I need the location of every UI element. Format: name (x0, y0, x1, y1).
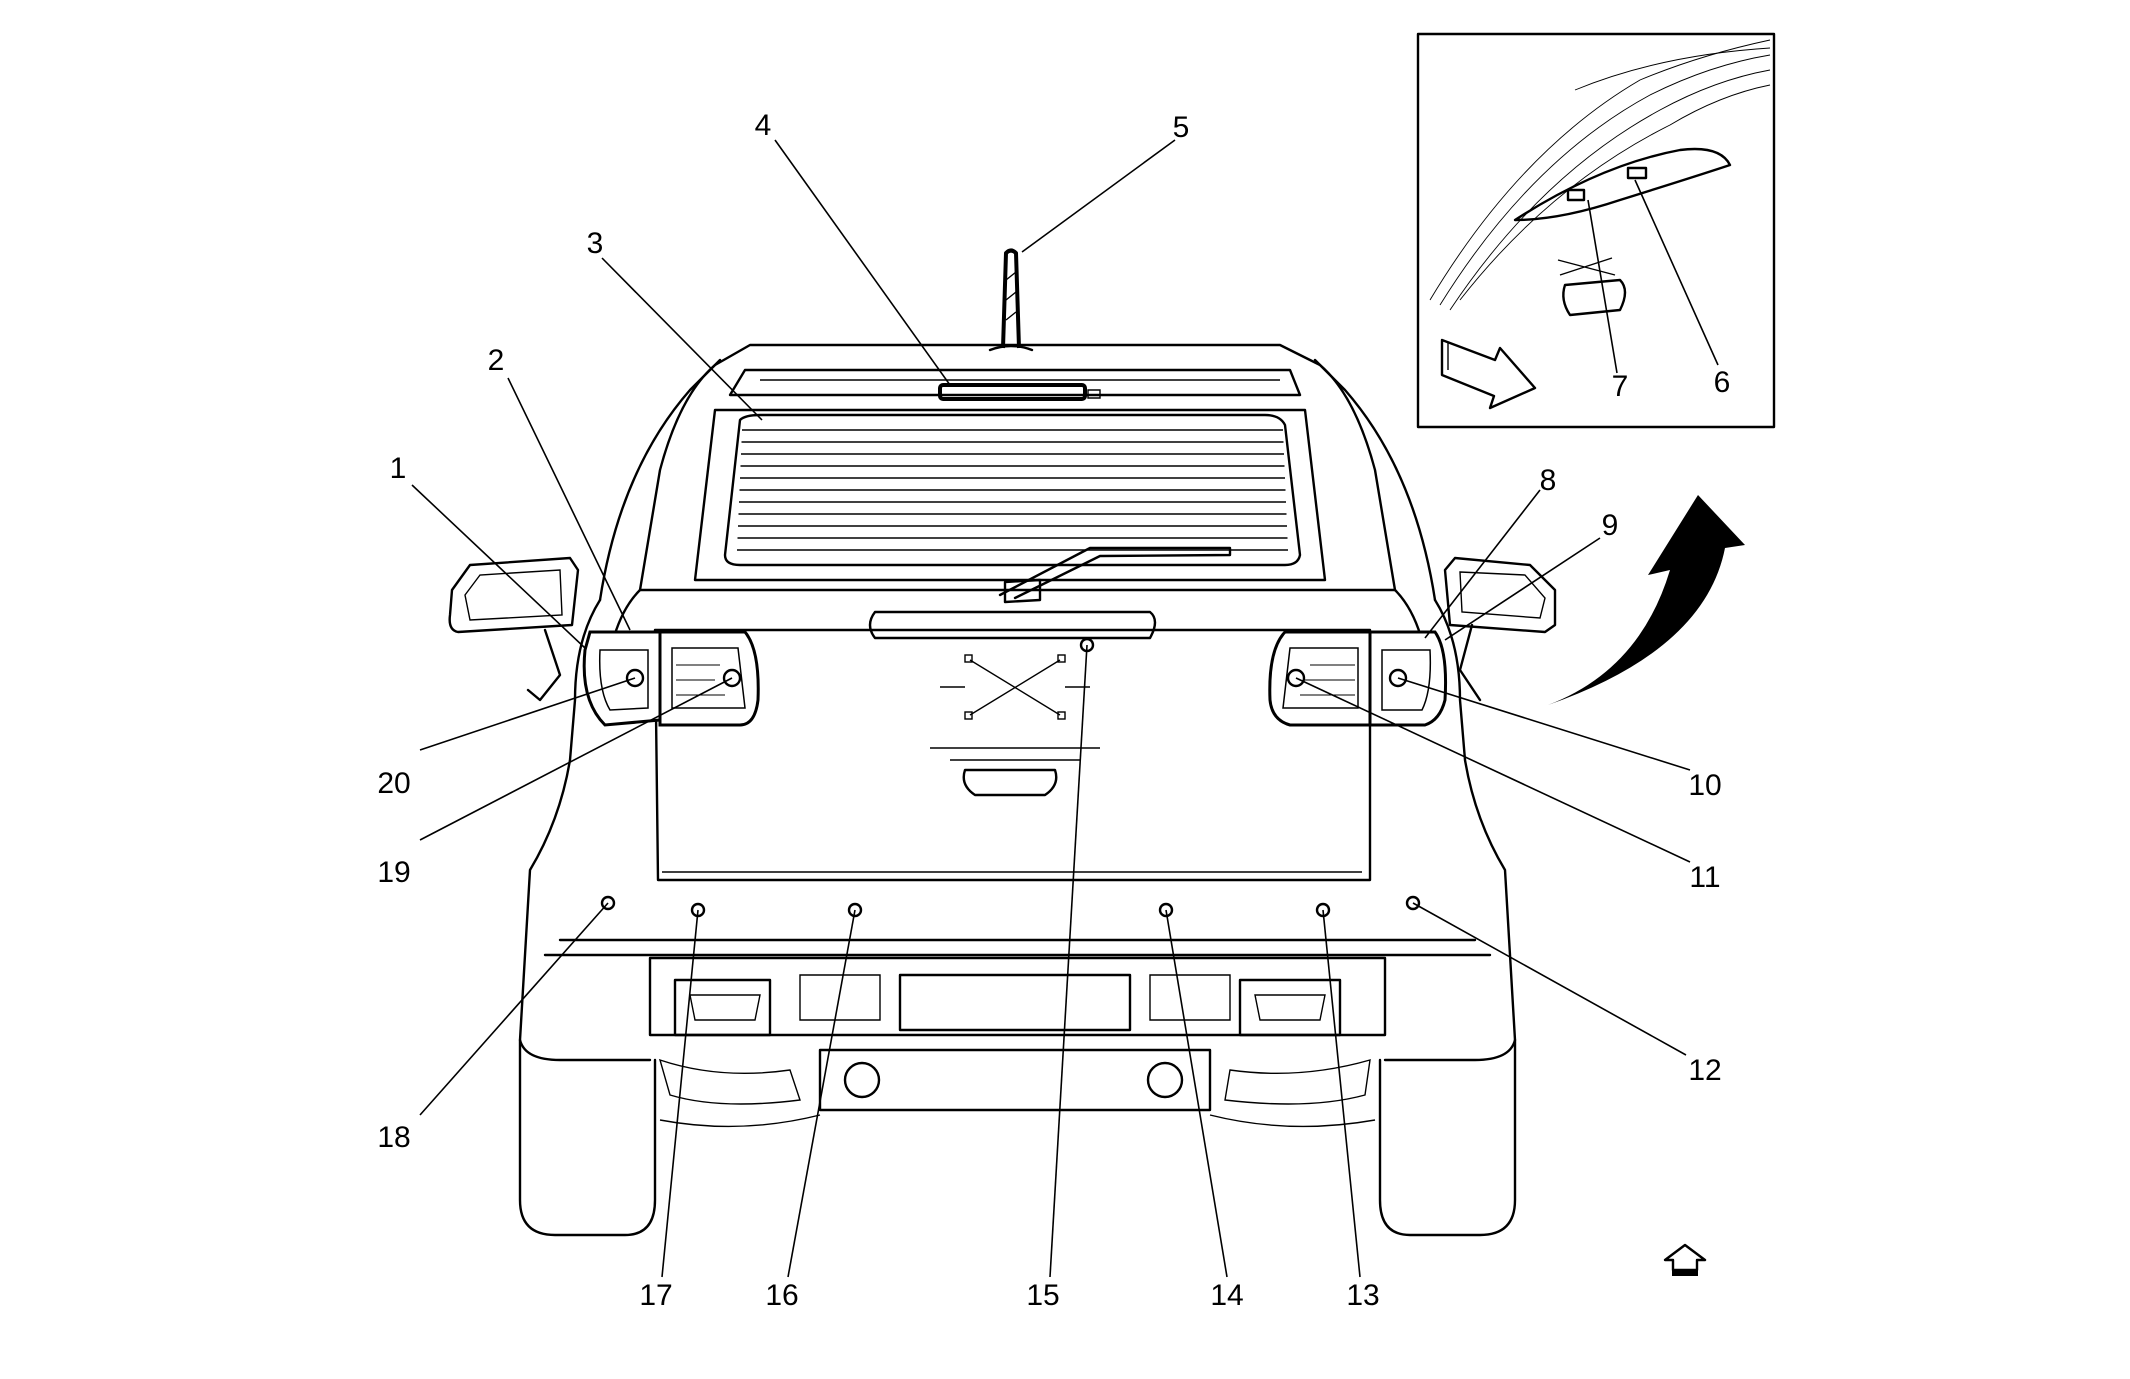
leader-lines (411, 139, 1719, 1278)
curved-pointer-arrow-icon (1548, 495, 1745, 705)
callout-2: 2 (488, 344, 505, 377)
callout-4: 4 (755, 109, 772, 142)
callout-1: 1 (390, 452, 407, 485)
callout-10: 10 (1688, 769, 1721, 802)
callout-9: 9 (1602, 509, 1619, 542)
detail-inset (1416, 32, 1776, 429)
callout-13: 13 (1346, 1279, 1379, 1312)
sensor-18 (600, 895, 616, 911)
antenna (988, 248, 1034, 352)
callout-17: 17 (639, 1279, 672, 1312)
sensor-12 (1405, 895, 1421, 911)
sensor-14 (1158, 902, 1174, 918)
callout-6: 6 (1714, 366, 1731, 399)
callout-8: 8 (1540, 464, 1557, 497)
sensor-16 (847, 902, 863, 918)
high-mount-stop-lamp (938, 383, 1087, 401)
callout-7: 7 (1612, 370, 1629, 403)
rear-bumper (543, 938, 1492, 1128)
callout-16: 16 (765, 1279, 798, 1312)
rear-wiper (998, 546, 1232, 604)
callout-5: 5 (1173, 111, 1190, 144)
right-tail-lamp (1268, 630, 1448, 727)
callout-labels: 1 2 3 4 5 6 7 8 9 10 11 12 13 14 15 16 1… (377, 109, 1730, 1312)
left-side-mirror (448, 556, 580, 702)
liftgate (638, 588, 1397, 882)
callout-18: 18 (377, 1121, 410, 1154)
callout-19: 19 (377, 856, 410, 889)
callout-14: 14 (1210, 1279, 1243, 1312)
callout-20: 20 (377, 767, 410, 800)
callout-12: 12 (1688, 1054, 1721, 1087)
park-assist-sensors (600, 637, 1421, 918)
callout-3: 3 (587, 227, 604, 260)
callout-11: 11 (1689, 861, 1720, 894)
view-direction-arrow-icon (1440, 338, 1537, 410)
callout-15: 15 (1026, 1279, 1059, 1312)
rear-window (693, 408, 1327, 582)
front-direction-arrow-icon (1663, 1243, 1707, 1276)
